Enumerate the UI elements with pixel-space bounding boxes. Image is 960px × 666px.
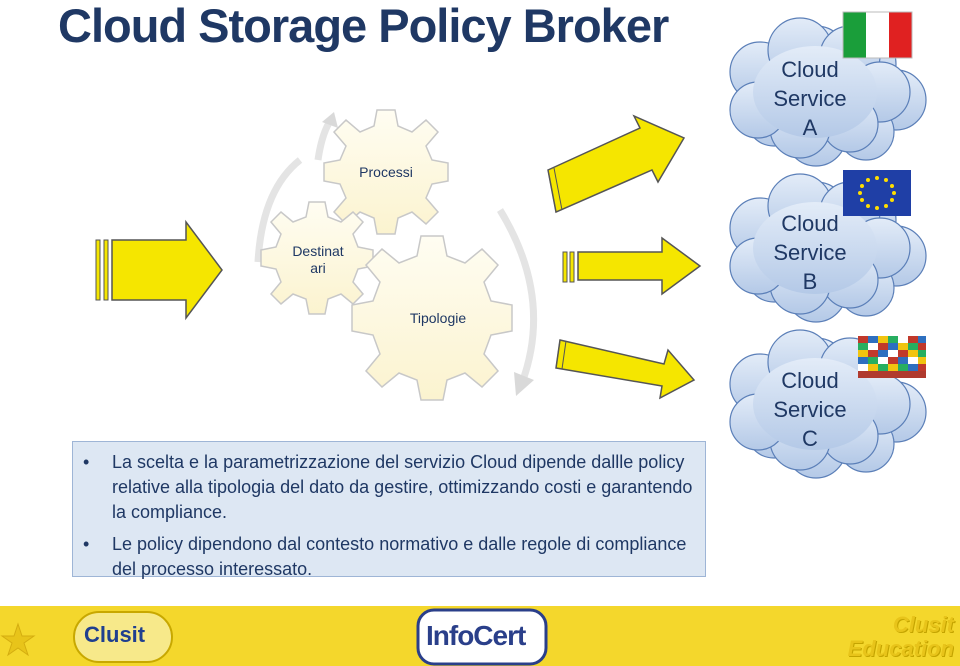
- cloud-c-line1: Cloud: [781, 368, 839, 393]
- cloud-c-line2: Service: [773, 397, 847, 422]
- output-arrow-b: [562, 236, 702, 296]
- diagram-canvas: [95, 11, 927, 479]
- gear-label-processi: Processi: [359, 164, 413, 180]
- cycle-arrow-head: [514, 372, 534, 396]
- cloud-label-a: Cloud Service A: [755, 55, 865, 142]
- footer-graphics: [0, 608, 548, 666]
- infocert-logo: InfoCert: [426, 620, 526, 651]
- gear-processi: [323, 109, 449, 235]
- cloud-b-line1: Cloud: [781, 211, 839, 236]
- description-box: • La scelta e la parametrizzazione del s…: [72, 441, 706, 579]
- italy-flag: [842, 11, 913, 59]
- bullet-dot: •: [83, 452, 90, 472]
- cloud-a-line2: Service: [773, 86, 847, 111]
- eu-flag: [843, 170, 911, 216]
- gear-tipologie: [351, 235, 513, 401]
- cloud-a-line1: Cloud: [781, 57, 839, 82]
- world-flags: [858, 336, 926, 378]
- infocert-logo-badge: [416, 608, 548, 666]
- gear-label-destinatari: Destinat ari: [283, 243, 353, 277]
- cloud-c: [729, 329, 927, 479]
- bullet-text: Le policy dipendono dal contesto normati…: [112, 534, 687, 579]
- clusit-logo: Clusit: [84, 622, 146, 647]
- cloud-c-line3: C: [802, 426, 818, 451]
- cloud-label-c: Cloud Service C: [755, 366, 865, 453]
- clusit-education-line2: Education: [847, 636, 954, 661]
- cloud-a: [729, 17, 927, 167]
- cloud-label-b: Cloud Service B: [755, 209, 865, 296]
- clusit-logo-badge: [73, 611, 173, 663]
- gear-label-tipologie: Tipologie: [409, 310, 467, 326]
- gear-label-destinatari-line2: ari: [310, 260, 326, 276]
- star-icon: [0, 622, 36, 657]
- bullet-text: La scelta e la parametrizzazione del ser…: [112, 452, 693, 522]
- page-title: Cloud Storage Policy Broker: [58, 0, 669, 52]
- bullet-item: • La scelta e la parametrizzazione del s…: [83, 450, 693, 528]
- output-arrow-c: [555, 339, 696, 400]
- gear-label-destinatari-line1: Destinat: [292, 243, 344, 259]
- cloud-b-line2: Service: [773, 240, 847, 265]
- bullet-item: • Le policy dipendono dal contesto norma…: [83, 532, 693, 582]
- gear-destinatari: [260, 201, 374, 315]
- input-arrow: [95, 219, 223, 321]
- output-arrow-a: [547, 114, 686, 214]
- cloud-b: [729, 173, 927, 323]
- cloud-a-line3: A: [802, 115, 818, 140]
- cycle-arrow-head: [322, 112, 338, 128]
- cloud-b-line3: B: [802, 269, 818, 294]
- clusit-education-line1: Clusit: [892, 612, 954, 637]
- footer-bar: Clusit InfoCert Clusit Education: [0, 606, 960, 666]
- bullet-dot: •: [83, 534, 90, 554]
